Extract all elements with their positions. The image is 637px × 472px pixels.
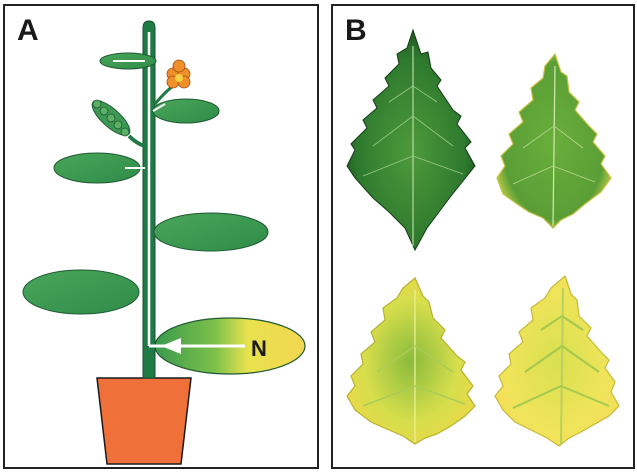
flower-pot (97, 378, 191, 464)
panel-b: B (331, 4, 635, 469)
leaf (23, 270, 139, 314)
leaf-photographs (333, 6, 633, 467)
arrow-label-n: N (251, 336, 267, 361)
plant-diagram: N (5, 6, 317, 467)
leaf (153, 99, 219, 123)
leaf (154, 213, 268, 251)
leaf-green-yellow-margin (497, 54, 611, 228)
pea-pod-icon (87, 95, 145, 146)
leaf-healthy-dark-green (347, 30, 475, 250)
panel-a: A (3, 4, 319, 469)
leaf-chlorotic-yellow (495, 276, 619, 446)
flower-icon (155, 60, 190, 104)
leaf-yellowing (347, 278, 475, 444)
